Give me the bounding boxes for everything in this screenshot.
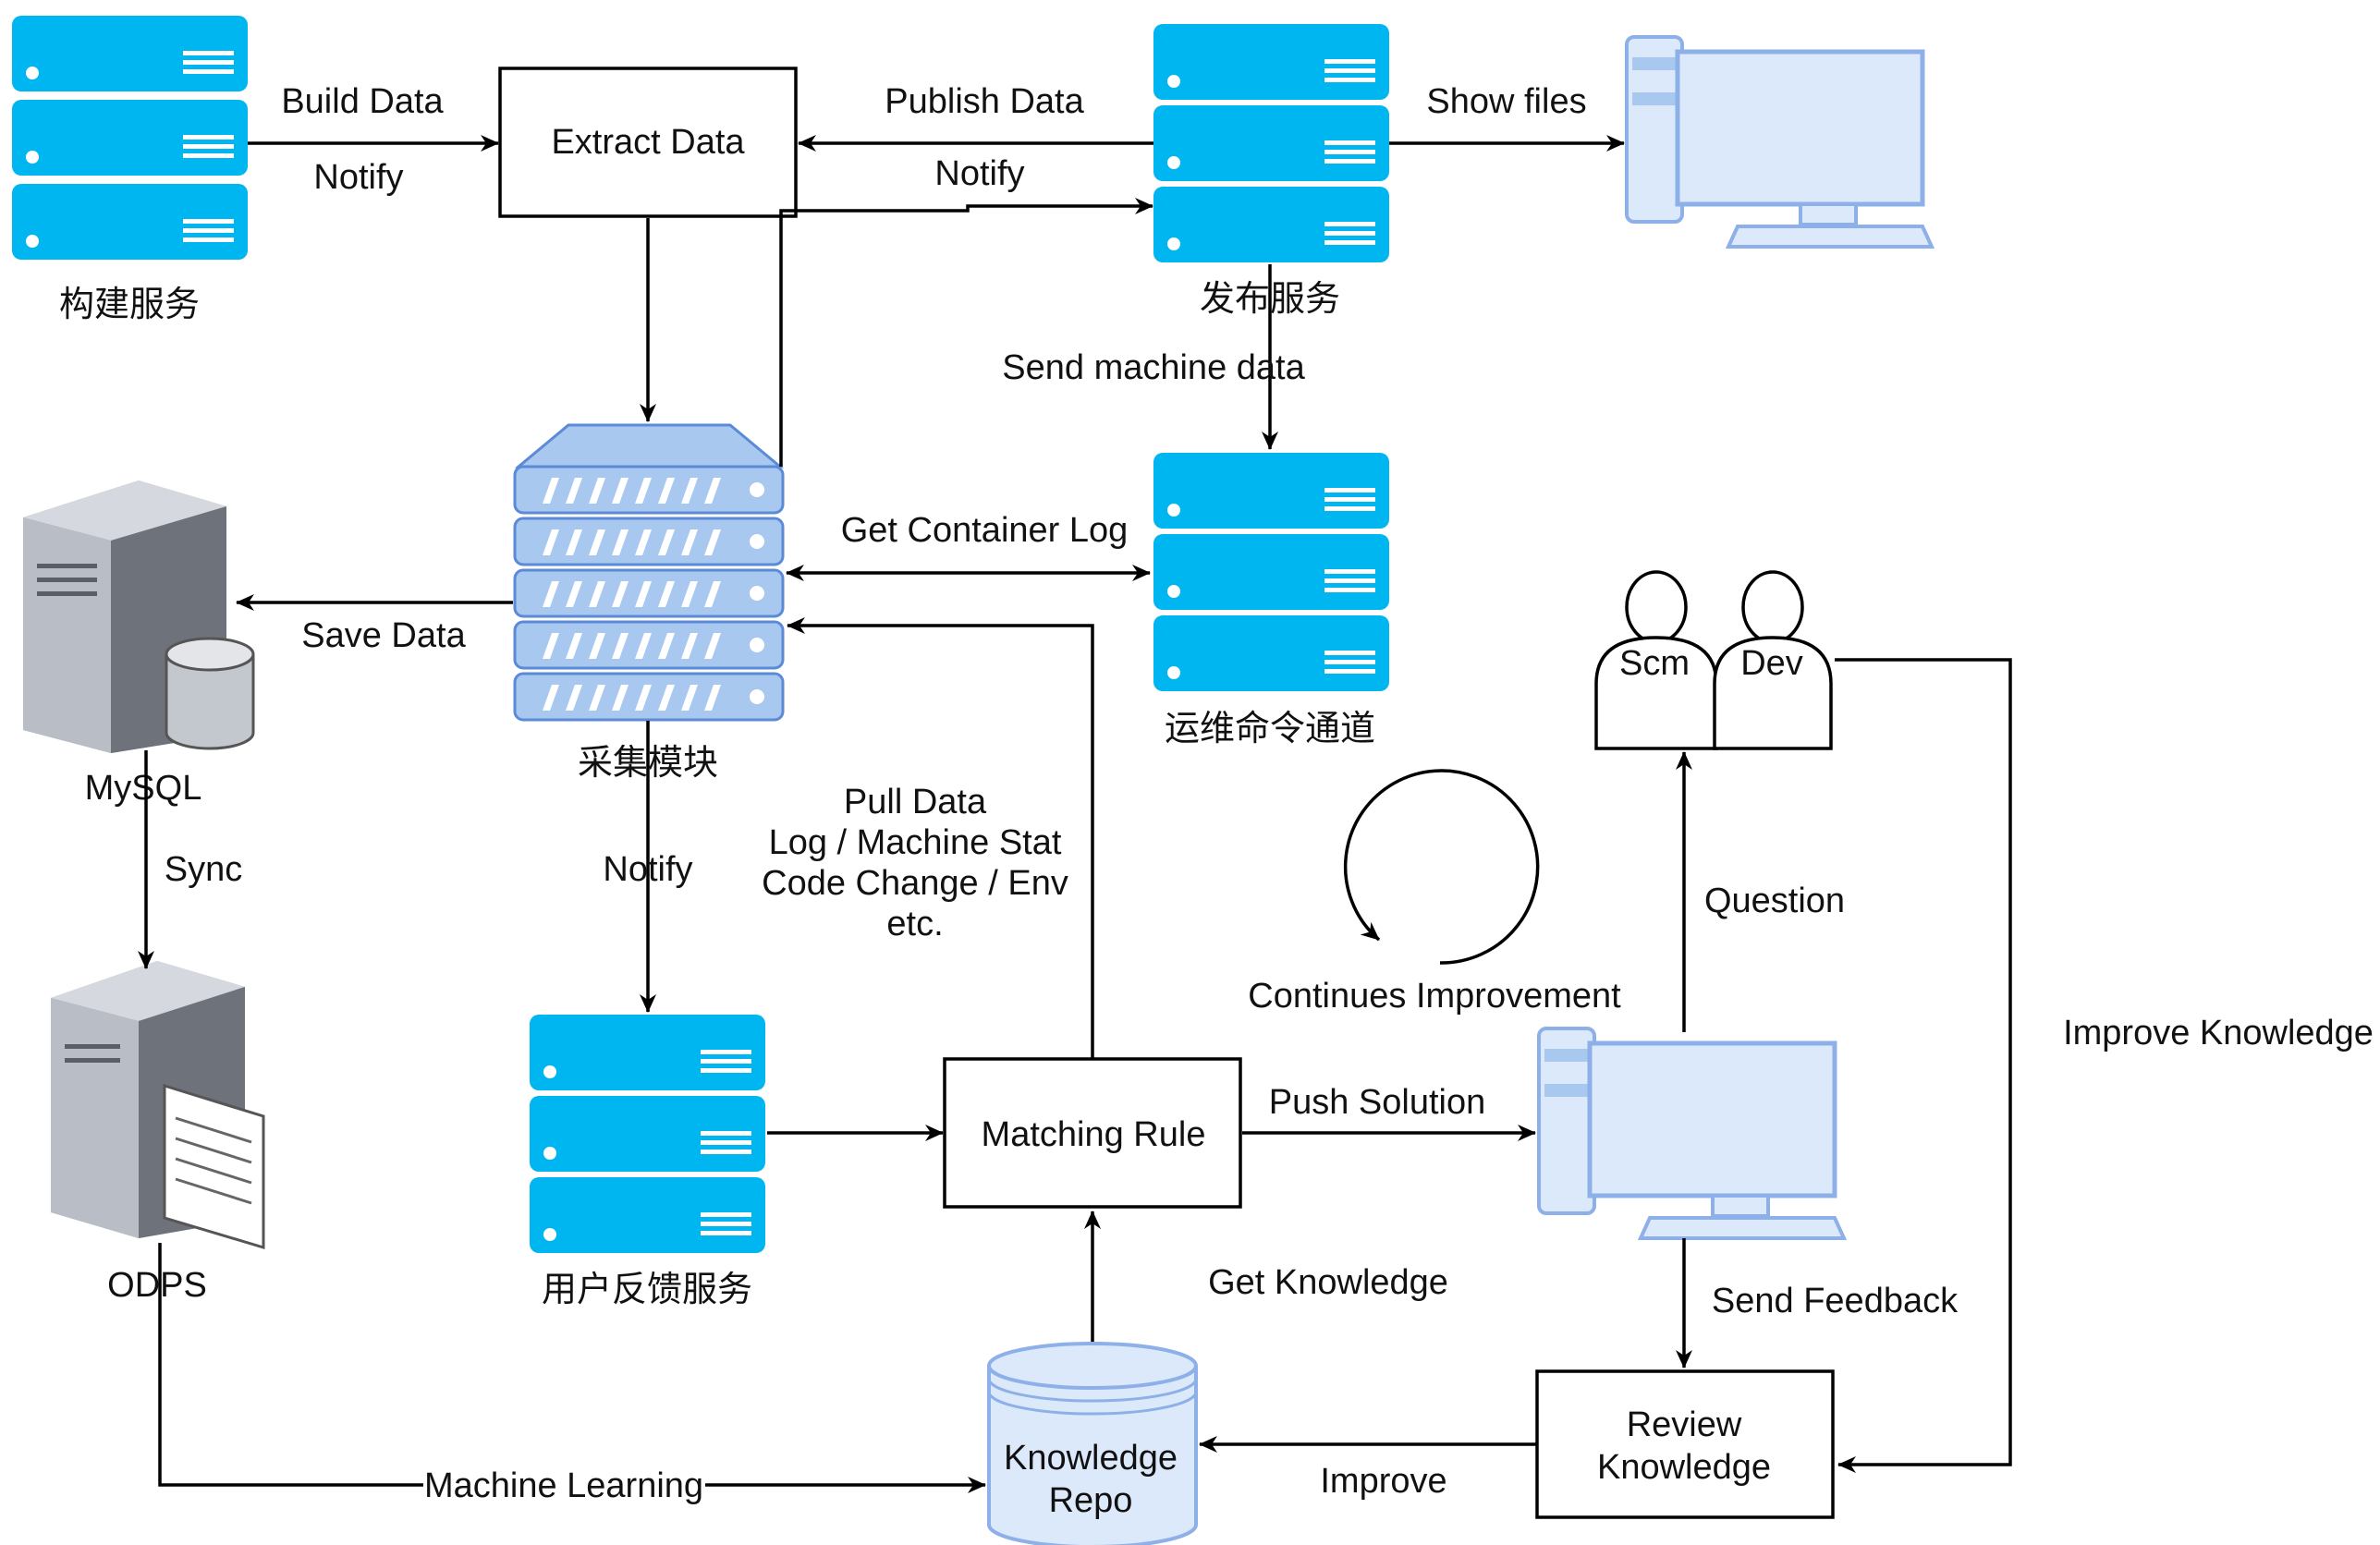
server-stack-icon	[1153, 24, 1389, 262]
review-knowledge-line2: Knowledge	[1597, 1448, 1771, 1487]
edge-repo-to-matching: Get Knowledge	[1084, 1210, 1448, 1342]
continues-improvement-label: Continues Improvement	[1248, 977, 1621, 1016]
desktop-monitor-icon	[1539, 1028, 1844, 1238]
desktop-monitor-icon	[1627, 37, 1932, 247]
sync-label: Sync	[165, 850, 242, 889]
pull-data-line4: etc.	[886, 905, 943, 943]
edge-odps-to-repo: Machine Learning	[158, 1243, 986, 1506]
knowledge-repo-line2: Repo	[1049, 1481, 1133, 1520]
edge-publish-to-monitor: Show files	[1389, 82, 1625, 152]
mysql-node: MySQL	[23, 481, 255, 808]
edge-matching-pull-data: Pull Data Log / Machine Stat Code Change…	[762, 617, 1094, 1059]
ops-channel-label: 运维命令通道	[1165, 710, 1375, 748]
extract-data-label: Extract Data	[551, 123, 745, 162]
edge-matching-to-client: Push Solution	[1242, 1083, 1536, 1141]
pull-data-line2: Log / Machine Stat	[769, 823, 1062, 862]
rack-server-icon	[513, 423, 785, 722]
send-feedback-label: Send Feedback	[1712, 1282, 1959, 1320]
improve-label: Improve	[1320, 1462, 1446, 1501]
improve-knowledge-label: Improve Knowledge	[2063, 1014, 2374, 1052]
push-solution-label: Push Solution	[1269, 1083, 1486, 1122]
save-data-label: Save Data	[301, 616, 466, 655]
client-monitor	[1539, 1028, 1844, 1238]
document-server-icon	[51, 961, 265, 1250]
ops-channel: 运维命令通道	[1153, 453, 1389, 748]
extract-data-node: Extract Data	[498, 67, 798, 218]
feedback-service: 用户反馈服务	[530, 1015, 765, 1309]
database-server-icon	[23, 481, 255, 753]
edge-collector-ops-container-log: Get Container Log	[786, 511, 1151, 581]
machine-learning-label: Machine Learning	[424, 1466, 703, 1505]
knowledge-repo-line1: Knowledge	[1004, 1439, 1178, 1478]
edge-collector-notify-publish: Notify	[779, 154, 1153, 467]
get-knowledge-label: Get Knowledge	[1208, 1263, 1448, 1302]
dev-label: Dev	[1740, 644, 1803, 683]
question-label: Question	[1704, 882, 1845, 920]
edge-client-to-users: Question	[1676, 751, 1845, 1032]
scm-label: Scm	[1619, 644, 1690, 683]
pull-data-line3: Code Change / Env	[762, 864, 1068, 903]
edge-mysql-to-odps: Sync	[138, 750, 242, 969]
display-monitor	[1627, 37, 1932, 247]
publish-notify-label: Notify	[934, 154, 1024, 193]
server-stack-icon	[1153, 453, 1389, 691]
get-container-log-label: Get Container Log	[841, 511, 1129, 550]
user-icon	[1713, 570, 1833, 750]
odps-node: ODPS	[51, 961, 265, 1305]
edge-collector-to-mysql: Save Data	[236, 594, 513, 655]
build-service-label: 构建服务	[59, 286, 200, 324]
users-node: Scm Dev	[1594, 570, 1833, 750]
knowledge-repo: Knowledge Repo	[987, 1342, 1198, 1545]
build-notify-label: Notify	[313, 158, 403, 197]
show-files-label: Show files	[1426, 82, 1586, 121]
server-stack-icon	[530, 1015, 765, 1253]
edge-users-to-review: Improve Knowledge	[1835, 658, 2374, 1473]
feedback-service-label: 用户反馈服务	[542, 1271, 752, 1309]
edge-build-to-extract: Build Data Notify	[248, 82, 499, 197]
edge-publish-to-extract: Publish Data	[798, 82, 1153, 152]
odps-label: ODPS	[107, 1266, 207, 1305]
mysql-label: MySQL	[85, 769, 202, 808]
cycle-arrow-icon	[1343, 769, 1540, 965]
edge-client-to-review: Send Feedback	[1676, 1238, 1959, 1369]
build-data-label: Build Data	[281, 82, 444, 121]
edge-review-to-repo: Improve	[1199, 1436, 1537, 1501]
edge-publish-to-ops: Send machine data	[1002, 264, 1306, 450]
build-service: 构建服务	[12, 16, 248, 324]
matching-rule-node: Matching Rule	[943, 1057, 1242, 1209]
publish-data-label: Publish Data	[885, 82, 1084, 121]
send-machine-data-label: Send machine data	[1002, 348, 1305, 387]
collector-notify-label: Notify	[603, 850, 692, 889]
review-knowledge-node: Review Knowledge	[1535, 1369, 1835, 1519]
continues-improvement-cycle: Continues Improvement	[1248, 769, 1621, 1016]
review-knowledge-line1: Review	[1627, 1405, 1742, 1444]
pull-data-line1: Pull Data	[844, 783, 987, 821]
server-stack-icon	[12, 16, 248, 260]
database-cylinder-icon	[987, 1342, 1198, 1545]
matching-rule-label: Matching Rule	[982, 1115, 1206, 1154]
edge-collector-to-feedback: Notify	[603, 721, 693, 1013]
